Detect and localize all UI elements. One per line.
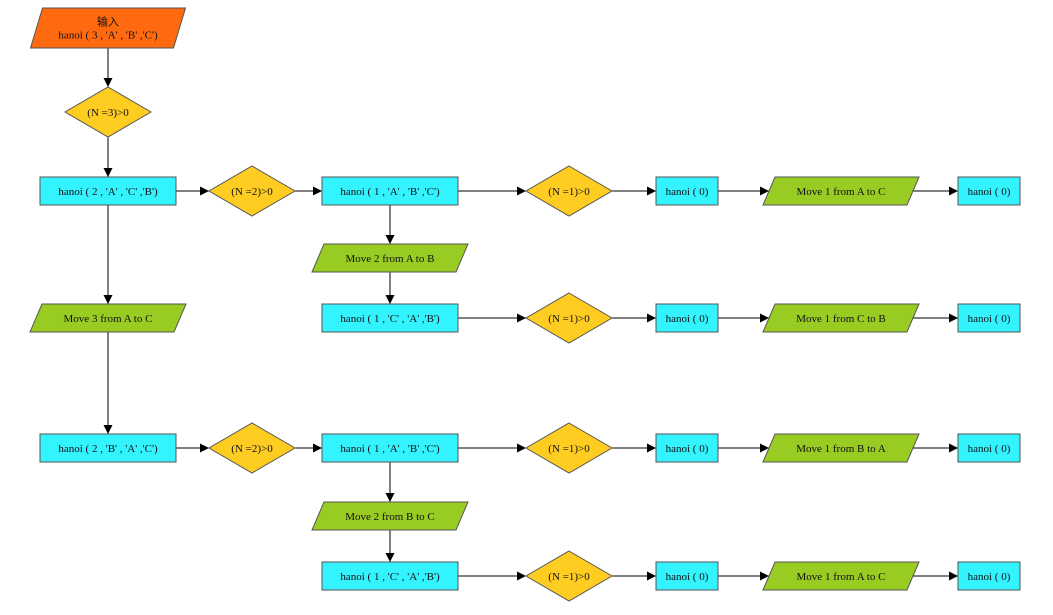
decision-diamond bbox=[525, 165, 613, 217]
node-h1c: hanoi ( 1 , 'A' , 'B' ,'C') bbox=[321, 433, 459, 463]
input-parallelogram bbox=[29, 7, 187, 49]
node-label: hanoi ( 1 , 'A' , 'B' ,'C') bbox=[340, 186, 440, 198]
process-box bbox=[957, 176, 1021, 206]
node-label: Move 1 from B to A bbox=[796, 443, 886, 455]
node-h1d: hanoi ( 1 , 'C' , 'A' ,'B') bbox=[321, 561, 459, 591]
output-parallelogram bbox=[311, 243, 469, 273]
decision-diamond bbox=[208, 165, 296, 217]
process-box bbox=[321, 433, 459, 463]
node-label: hanoi ( 0) bbox=[666, 443, 709, 455]
node-label: Move 2 from B to C bbox=[345, 511, 435, 523]
node-label: Move 2 from A to B bbox=[346, 253, 435, 265]
node-m1a: Move 1 from A to C bbox=[762, 176, 920, 206]
decision-diamond bbox=[525, 292, 613, 344]
process-box bbox=[39, 433, 177, 463]
process-box bbox=[957, 303, 1021, 333]
node-m2a: Move 2 from A to B bbox=[311, 243, 469, 273]
node-label: hanoi ( 0) bbox=[968, 443, 1011, 455]
node-h0d2: hanoi ( 0) bbox=[957, 561, 1021, 591]
decision-diamond bbox=[525, 422, 613, 474]
node-label: (N =1)>0 bbox=[548, 443, 590, 455]
decision-diamond bbox=[208, 422, 296, 474]
node-label: 输入 bbox=[97, 15, 119, 29]
output-parallelogram bbox=[311, 501, 469, 531]
process-box bbox=[655, 561, 719, 591]
process-box bbox=[655, 433, 719, 463]
node-label: hanoi ( 1 , 'A' , 'B' ,'C') bbox=[340, 443, 440, 455]
node-h0a: hanoi ( 0) bbox=[655, 176, 719, 206]
node-label: (N =2)>0 bbox=[231, 186, 273, 198]
node-h1a: hanoi ( 1 , 'A' , 'B' ,'C') bbox=[321, 176, 459, 206]
edges-layer bbox=[103, 48, 958, 581]
node-h0b2: hanoi ( 0) bbox=[957, 303, 1021, 333]
node-h0c: hanoi ( 0) bbox=[655, 433, 719, 463]
node-m1b: Move 1 from C to B bbox=[762, 303, 920, 333]
node-d1c: (N =1)>0 bbox=[525, 422, 613, 474]
node-label: hanoi ( 2 , 'A' , 'C' ,'B') bbox=[58, 186, 158, 198]
node-m1d: Move 1 from A to C bbox=[762, 561, 920, 591]
node-label: hanoi ( 0) bbox=[666, 186, 709, 198]
node-label: hanoi ( 3 , 'A' , 'B' ,'C') bbox=[58, 30, 158, 42]
node-d2a: (N =2)>0 bbox=[208, 165, 296, 217]
decision-diamond bbox=[525, 550, 613, 602]
node-h0a2: hanoi ( 0) bbox=[957, 176, 1021, 206]
node-label: hanoi ( 0) bbox=[666, 313, 709, 325]
node-m2b: Move 2 from B to C bbox=[311, 501, 469, 531]
node-h0d: hanoi ( 0) bbox=[655, 561, 719, 591]
node-label: Move 1 from C to B bbox=[796, 313, 886, 325]
node-m3: Move 3 from A to C bbox=[29, 303, 187, 333]
process-box bbox=[321, 561, 459, 591]
node-h2b: hanoi ( 2 , 'B' , 'A' ,'C') bbox=[39, 433, 177, 463]
node-label: hanoi ( 1 , 'C' , 'A' ,'B') bbox=[340, 571, 440, 583]
node-d2b: (N =2)>0 bbox=[208, 422, 296, 474]
node-label: hanoi ( 2 , 'B' , 'A' ,'C') bbox=[58, 443, 158, 455]
node-label: Move 3 from A to C bbox=[64, 313, 153, 325]
process-box bbox=[957, 433, 1021, 463]
process-box bbox=[655, 176, 719, 206]
node-h2a: hanoi ( 2 , 'A' , 'C' ,'B') bbox=[39, 176, 177, 206]
process-box bbox=[655, 303, 719, 333]
node-label: (N =1)>0 bbox=[548, 313, 590, 325]
node-label: (N =1)>0 bbox=[548, 571, 590, 583]
output-parallelogram bbox=[762, 433, 920, 463]
node-label: Move 1 from A to C bbox=[797, 186, 886, 198]
process-box bbox=[321, 176, 459, 206]
output-parallelogram bbox=[762, 176, 920, 206]
output-parallelogram bbox=[762, 561, 920, 591]
output-parallelogram bbox=[29, 303, 187, 333]
output-parallelogram bbox=[762, 303, 920, 333]
node-label: hanoi ( 0) bbox=[968, 313, 1011, 325]
node-d1d: (N =1)>0 bbox=[525, 550, 613, 602]
node-label: hanoi ( 0) bbox=[968, 186, 1011, 198]
node-m1c: Move 1 from B to A bbox=[762, 433, 920, 463]
node-d1a: (N =1)>0 bbox=[525, 165, 613, 217]
decision-diamond bbox=[64, 86, 152, 138]
node-d1b: (N =1)>0 bbox=[525, 292, 613, 344]
node-label: hanoi ( 0) bbox=[666, 571, 709, 583]
node-label: (N =1)>0 bbox=[548, 186, 590, 198]
node-label: (N =3)>0 bbox=[87, 107, 129, 119]
node-label: Move 1 from A to C bbox=[797, 571, 886, 583]
node-label: hanoi ( 0) bbox=[968, 571, 1011, 583]
node-h0c2: hanoi ( 0) bbox=[957, 433, 1021, 463]
node-label: (N =2)>0 bbox=[231, 443, 273, 455]
node-label: hanoi ( 1 , 'C' , 'A' ,'B') bbox=[340, 313, 440, 325]
node-h1b: hanoi ( 1 , 'C' , 'A' ,'B') bbox=[321, 303, 459, 333]
process-box bbox=[321, 303, 459, 333]
node-d3: (N =3)>0 bbox=[64, 86, 152, 138]
process-box bbox=[39, 176, 177, 206]
node-h0b: hanoi ( 0) bbox=[655, 303, 719, 333]
process-box bbox=[957, 561, 1021, 591]
